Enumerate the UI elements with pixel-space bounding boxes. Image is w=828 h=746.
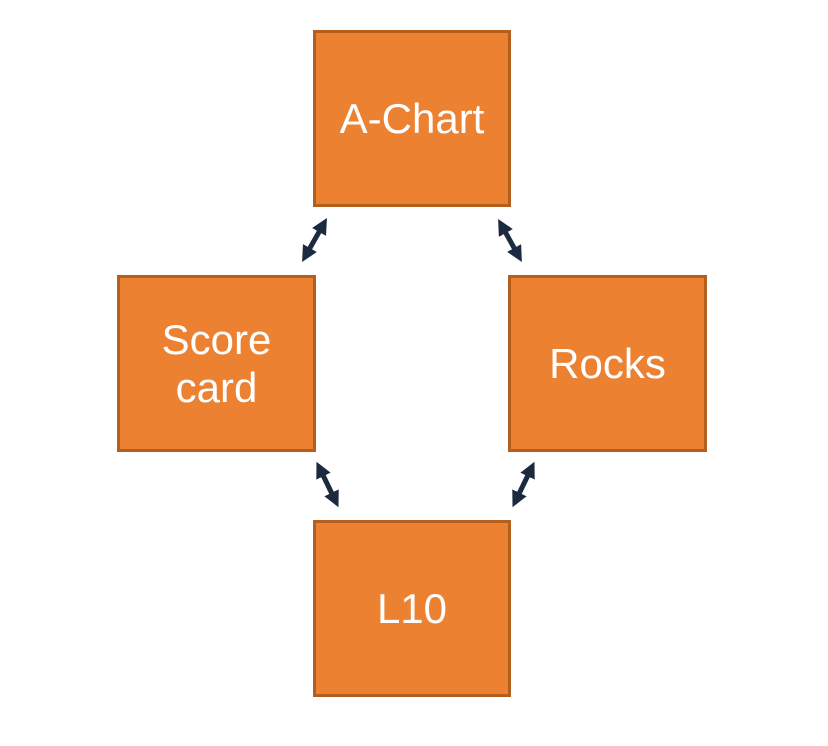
connector-scorecard-l10 bbox=[316, 461, 339, 508]
connector-achart-rocks bbox=[498, 218, 522, 263]
node-rocks: Rocks bbox=[508, 275, 707, 452]
connector-rocks-l10 bbox=[512, 461, 535, 508]
node-a-chart: A-Chart bbox=[313, 30, 511, 207]
connector-scorecard-achart bbox=[302, 218, 327, 262]
node-l10: L10 bbox=[313, 520, 511, 697]
node-scorecard: Score card bbox=[117, 275, 316, 452]
